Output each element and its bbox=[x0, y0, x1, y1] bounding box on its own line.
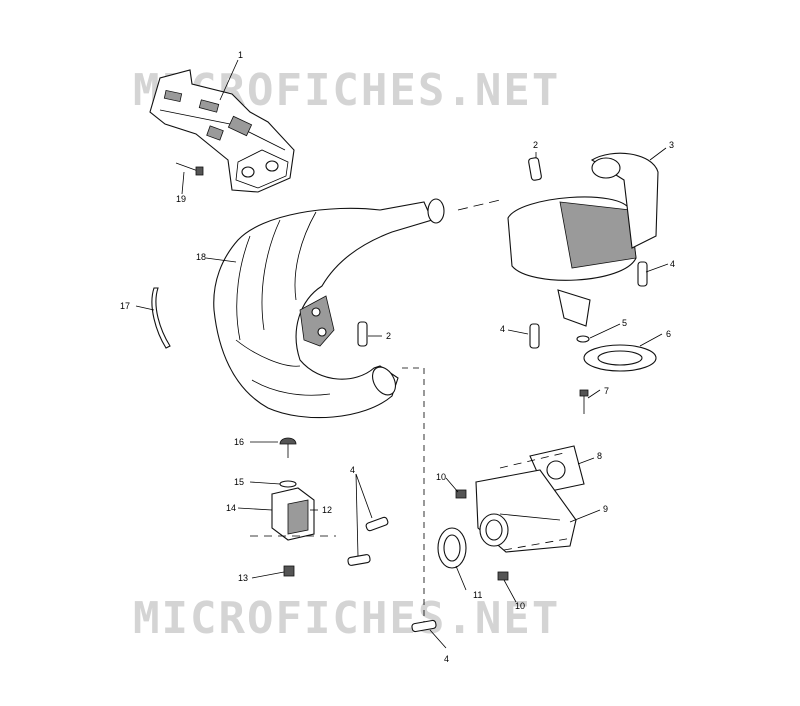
callout-4-low: 4 bbox=[350, 465, 355, 475]
callout-9: 9 bbox=[603, 504, 608, 514]
callout-6: 6 bbox=[666, 329, 671, 339]
watermark-bottom: MICROFICHES.NET bbox=[133, 593, 560, 644]
washer-5-part bbox=[576, 335, 590, 343]
mount-assembly-part bbox=[271, 437, 315, 577]
callout-10-bottom: 10 bbox=[515, 601, 525, 611]
callout-7: 7 bbox=[604, 386, 609, 396]
callout-2-mid: 2 bbox=[386, 331, 391, 341]
callout-4-mid: 4 bbox=[500, 324, 505, 334]
springs-part bbox=[347, 157, 648, 633]
bolt-19-part bbox=[175, 162, 204, 176]
callout-10-top: 10 bbox=[436, 472, 446, 482]
callout-2-top: 2 bbox=[533, 140, 538, 150]
callout-5: 5 bbox=[622, 318, 627, 328]
exhaust-manifold-9-part bbox=[475, 469, 577, 553]
callout-4-bottom: 4 bbox=[444, 654, 449, 664]
leader-lines bbox=[135, 59, 669, 649]
dashed-assembly-lines bbox=[250, 199, 573, 622]
bolt-7-part bbox=[579, 389, 589, 414]
callout-17: 17 bbox=[120, 301, 130, 311]
expansion-chamber-part bbox=[213, 198, 445, 419]
strap-17-part bbox=[151, 287, 171, 349]
callout-11: 11 bbox=[473, 590, 482, 600]
callout-18: 18 bbox=[196, 252, 206, 262]
callout-1: 1 bbox=[238, 50, 243, 60]
callout-4-right: 4 bbox=[670, 259, 675, 269]
mount-bracket-part bbox=[149, 69, 295, 193]
callout-16: 16 bbox=[234, 437, 244, 447]
callout-14: 14 bbox=[226, 503, 236, 513]
callout-3: 3 bbox=[669, 140, 674, 150]
callout-15: 15 bbox=[234, 477, 244, 487]
callout-12: 12 bbox=[322, 505, 332, 515]
gasket-6-part bbox=[583, 344, 657, 372]
silencer-part bbox=[507, 152, 659, 327]
gasket-11-part bbox=[437, 527, 467, 569]
callout-8: 8 bbox=[597, 451, 602, 461]
callout-13: 13 bbox=[238, 573, 248, 583]
callout-19: 19 bbox=[176, 194, 186, 204]
bolts-10-part bbox=[455, 489, 509, 581]
